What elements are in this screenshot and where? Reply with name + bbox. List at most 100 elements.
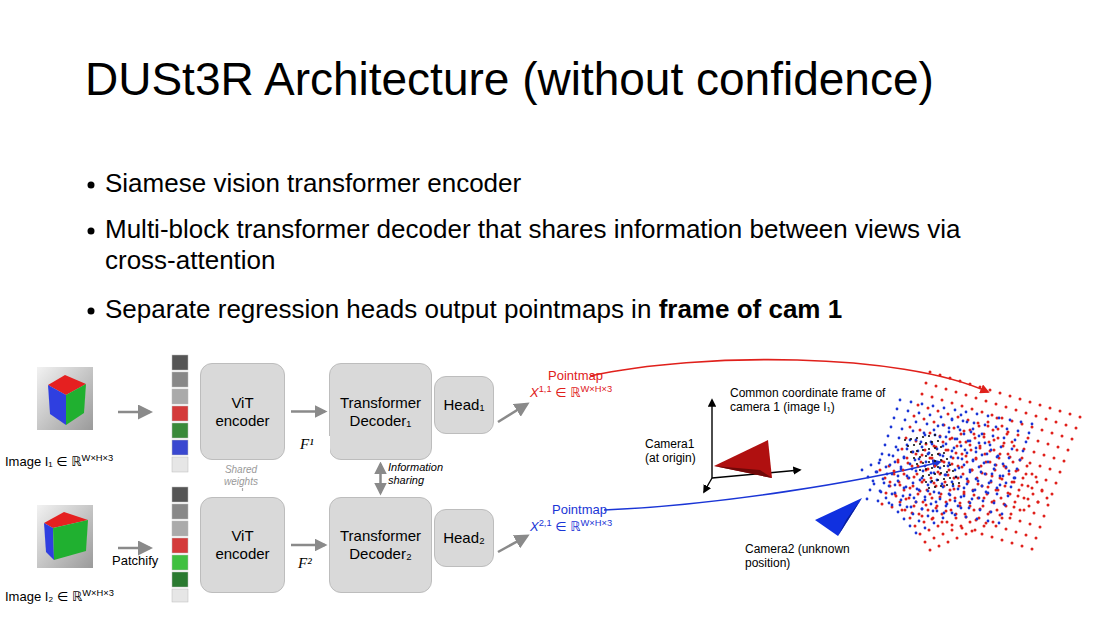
point xyxy=(1001,425,1004,428)
edge-label: Information sharing xyxy=(388,461,450,486)
point xyxy=(1043,454,1046,457)
point xyxy=(1003,437,1006,440)
flow-arrow xyxy=(118,411,150,414)
point xyxy=(1005,467,1008,470)
point xyxy=(936,479,939,482)
point xyxy=(983,436,986,439)
point xyxy=(935,385,938,388)
point xyxy=(934,447,936,449)
point xyxy=(976,518,979,521)
point xyxy=(962,473,965,476)
point xyxy=(948,427,951,430)
point xyxy=(977,497,980,500)
point xyxy=(1029,523,1032,526)
bullet-dot xyxy=(88,182,95,189)
point xyxy=(923,521,926,524)
patch xyxy=(172,372,188,387)
point xyxy=(930,481,933,484)
point xyxy=(1005,482,1008,485)
point xyxy=(960,433,963,436)
point xyxy=(938,492,941,495)
head-box: Head₁ xyxy=(434,376,494,434)
point xyxy=(1000,446,1003,449)
point xyxy=(925,382,928,385)
point xyxy=(896,408,899,411)
node-label: Head₂ xyxy=(439,525,489,551)
point xyxy=(1021,484,1024,487)
point xyxy=(933,429,936,432)
patch xyxy=(172,406,188,421)
point xyxy=(1015,409,1018,412)
label-group: Image I₂ ∈ ℝW×H×3 xyxy=(5,588,114,605)
point xyxy=(969,383,972,386)
point xyxy=(994,469,997,472)
point xyxy=(958,482,960,484)
point xyxy=(963,464,966,467)
point xyxy=(1019,509,1022,512)
point xyxy=(939,436,942,439)
point xyxy=(955,513,958,516)
point xyxy=(901,428,904,431)
block-box: ViT encoder xyxy=(200,497,285,593)
point xyxy=(1001,417,1004,420)
point xyxy=(1010,513,1013,516)
point xyxy=(996,493,999,496)
point xyxy=(929,493,932,496)
point xyxy=(1008,473,1011,476)
point xyxy=(969,440,972,443)
point xyxy=(987,425,990,428)
point xyxy=(930,472,933,475)
point xyxy=(915,453,918,456)
point xyxy=(933,482,936,485)
point xyxy=(923,418,926,421)
point xyxy=(988,441,991,444)
point xyxy=(981,485,984,488)
point xyxy=(1027,498,1030,501)
point xyxy=(885,492,888,495)
point xyxy=(948,493,951,496)
point xyxy=(928,461,930,463)
point xyxy=(1022,450,1025,453)
cube-face xyxy=(44,523,54,560)
point xyxy=(1049,407,1052,410)
point xyxy=(1041,489,1044,492)
point xyxy=(964,449,967,452)
point xyxy=(1009,456,1012,459)
edge-label: F² xyxy=(298,555,328,572)
text-label: Siamese vision transformer encoder xyxy=(105,168,521,198)
point xyxy=(1031,423,1034,426)
point xyxy=(978,425,981,428)
point xyxy=(931,454,933,456)
point xyxy=(965,455,968,458)
point xyxy=(979,445,982,448)
text-label: frame of cam 1 xyxy=(659,294,843,324)
point xyxy=(939,473,942,476)
point xyxy=(894,493,897,496)
superscript: W×H×3 xyxy=(581,518,613,528)
point xyxy=(924,527,927,530)
point xyxy=(919,469,921,471)
point xyxy=(951,450,954,453)
point xyxy=(929,414,932,417)
point xyxy=(933,522,936,525)
connector xyxy=(291,544,325,547)
point xyxy=(932,517,935,520)
slide-title: DUSt3R Architecture (without confidence) xyxy=(85,52,934,107)
point xyxy=(940,485,942,487)
point xyxy=(958,467,961,470)
point xyxy=(934,460,936,462)
patch xyxy=(172,589,188,602)
point xyxy=(955,476,957,478)
point xyxy=(919,456,921,458)
point xyxy=(956,445,959,448)
point xyxy=(939,498,942,501)
node-label: Transformer Decoder₁ xyxy=(330,390,431,434)
point xyxy=(981,533,984,536)
point xyxy=(960,414,963,417)
point xyxy=(963,487,966,490)
point xyxy=(960,445,963,448)
point xyxy=(977,483,980,486)
bullet-dot xyxy=(88,228,95,235)
point xyxy=(1014,439,1017,442)
point xyxy=(906,444,909,447)
